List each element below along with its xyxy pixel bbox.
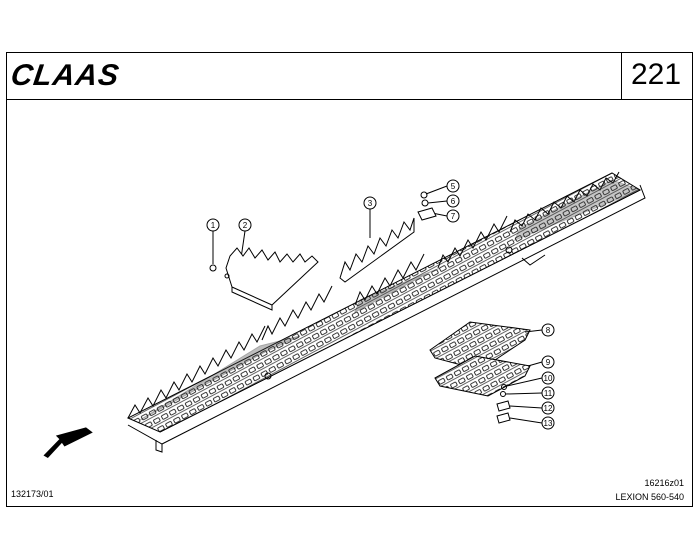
nut-part-6 <box>421 199 429 207</box>
nut-part <box>224 273 230 279</box>
callout-6-leader <box>427 200 448 204</box>
clip-part-7 <box>417 207 437 221</box>
grate-shade-2 <box>354 267 441 314</box>
header-divider <box>7 99 692 100</box>
part-5-7-group <box>417 179 460 223</box>
callout-13-label: 13 <box>544 419 553 428</box>
callout-10-leader <box>506 377 543 387</box>
washer-part-10 <box>501 384 507 390</box>
finger-row-2 <box>261 285 333 341</box>
finger-strip-edge <box>231 287 273 311</box>
sieve-assembly <box>126 171 646 453</box>
callout-8-label: 8 <box>546 326 551 335</box>
callout-11-label: 11 <box>544 389 553 398</box>
drawing-sheet: CLAAS 221 16216z01 LEXION 560-540 132173… <box>6 52 693 507</box>
callout-7-label: 7 <box>451 212 456 221</box>
finger-row-4 <box>437 215 508 269</box>
reference-number: 132173/01 <box>11 489 54 499</box>
callout-12-label: 12 <box>544 404 553 413</box>
finger-strip-part-3 <box>339 217 415 283</box>
drawing-number: 16216z01 <box>644 478 684 488</box>
sieve-section-8 <box>429 321 531 371</box>
callout-8-leader <box>524 329 543 333</box>
callout-3-label: 3 <box>368 199 373 208</box>
part-3-group <box>339 196 415 283</box>
callout-9-leader <box>527 361 543 367</box>
grate-bed <box>126 172 642 433</box>
callout-11-leader <box>505 392 543 395</box>
callout-1-label: 1 <box>211 221 216 230</box>
frame-foot <box>155 440 163 453</box>
mount-hole-1 <box>264 372 272 380</box>
part-8-13-group <box>429 321 555 430</box>
finger-row-1 <box>127 325 266 419</box>
callout-12-leader <box>509 405 543 409</box>
grate-shade-3 <box>514 179 642 241</box>
clip-part-13 <box>496 412 511 424</box>
frame-bracket <box>521 254 546 266</box>
washer-part <box>420 191 428 199</box>
callout-10-label: 10 <box>544 374 553 383</box>
callout-2-label: 2 <box>243 221 248 230</box>
part-1-2-group <box>206 218 319 311</box>
callout-5-leader <box>425 185 448 195</box>
header-vertical-divider <box>621 53 622 99</box>
callout-6-label: 6 <box>451 197 456 206</box>
clip-part-12 <box>496 400 511 412</box>
model-name: LEXION 560-540 <box>615 492 684 502</box>
grate-shade-1 <box>139 335 301 421</box>
arrow-down-left-icon <box>43 427 93 458</box>
bolt-part <box>209 264 217 272</box>
finger-strip-part <box>225 247 319 306</box>
nut-part-11 <box>500 391 506 397</box>
page-number: 221 <box>631 58 682 91</box>
callout-13-leader <box>509 417 543 424</box>
mount-hole-2 <box>505 246 513 254</box>
callout-9-label: 9 <box>546 358 551 367</box>
callout-5-label: 5 <box>451 182 456 191</box>
callout-labels: 1 2 3 5 6 7 8 9 10 11 12 13 <box>211 182 553 428</box>
finger-row-3 <box>354 253 425 306</box>
finger-row-5 <box>509 171 620 233</box>
